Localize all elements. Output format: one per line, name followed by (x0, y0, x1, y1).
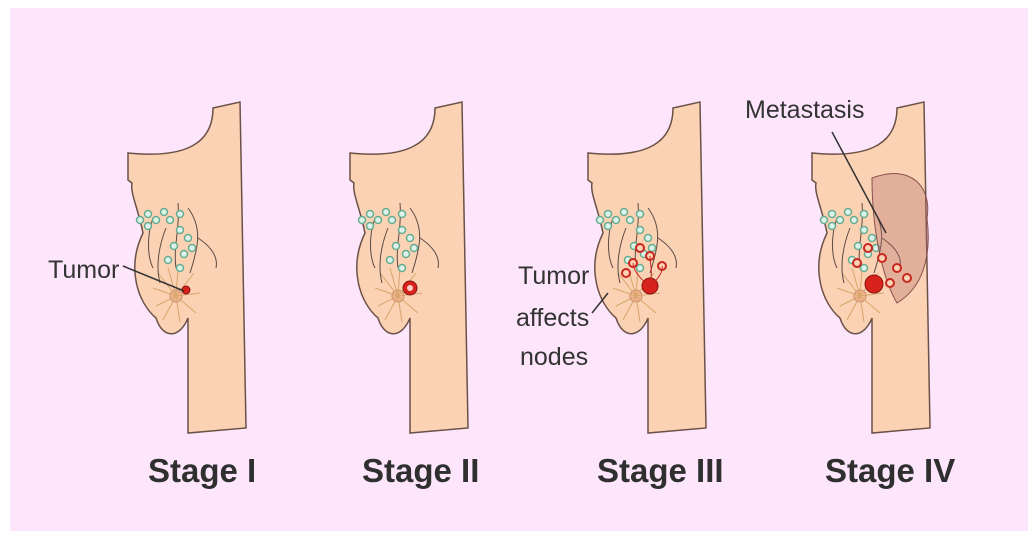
metastasis-label: Metastasis (745, 96, 864, 124)
affects-label-line1: Tumor (518, 262, 589, 290)
stage-3-label: Stage III (597, 452, 724, 489)
tumor-core-icon (407, 285, 413, 291)
affects-label-line2: affects (516, 304, 589, 332)
stage-2-label: Stage II (362, 452, 479, 489)
affects-label-line3: nodes (520, 343, 588, 371)
stage-4-label: Stage IV (825, 452, 955, 489)
stage-1-label: Stage I (148, 452, 256, 489)
tumor-label: Tumor (48, 256, 119, 284)
diagram-panel: Tumor Tumor affects nodes Metastasis Sta… (10, 8, 1028, 531)
tumor-icon (865, 275, 883, 293)
breast-cancer-stages-diagram: Tumor Tumor affects nodes Metastasis Sta… (10, 8, 1028, 531)
